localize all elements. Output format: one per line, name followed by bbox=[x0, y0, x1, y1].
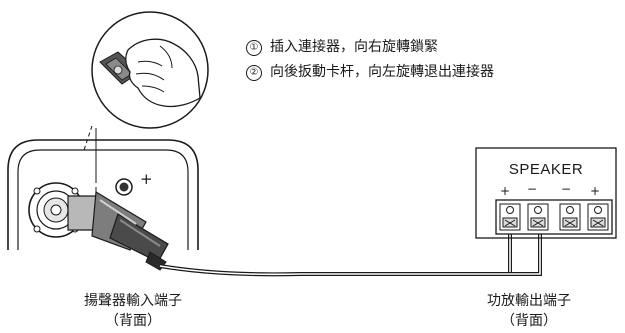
caption-line: 功放輸出端子 bbox=[487, 293, 571, 309]
terminal-mark-4: + bbox=[590, 184, 601, 198]
magnified-detail bbox=[83, 11, 209, 178]
step-number: ① bbox=[246, 40, 262, 56]
instruction-step-2: ② 向後扳動卡杆，向左旋轉退出連接器 bbox=[246, 63, 494, 81]
input-polarity-mark: + bbox=[140, 170, 153, 188]
amplifier-output-caption: 功放輸出端子 （背面） bbox=[464, 291, 594, 331]
step-text: 向後扳動卡杆，向左旋轉退出連接器 bbox=[270, 64, 494, 80]
speaker-input-caption: 揚聲器輸入端子 （背面） bbox=[68, 291, 198, 331]
caption-line: （背面） bbox=[501, 313, 557, 329]
binding-post-icon bbox=[115, 178, 133, 196]
step-number: ② bbox=[246, 65, 262, 81]
step-text: 插入連接器，向右旋轉鎖緊 bbox=[270, 39, 438, 55]
caption-line: （背面） bbox=[105, 313, 161, 329]
terminal-mark-1: + bbox=[500, 184, 511, 198]
speaker-panel-label: SPEAKER bbox=[508, 161, 584, 178]
caption-line: 揚聲器輸入端子 bbox=[84, 293, 182, 309]
instruction-step-1: ① 插入連接器，向右旋轉鎖緊 bbox=[246, 38, 438, 56]
amplifier-panel bbox=[475, 147, 617, 239]
speaker-cable bbox=[159, 224, 542, 277]
speakon-plug-icon bbox=[67, 190, 169, 271]
terminal-block-icon bbox=[495, 199, 613, 235]
hand-icon bbox=[125, 38, 201, 108]
terminal-mark-2: − bbox=[527, 182, 538, 196]
terminal-mark-3: − bbox=[561, 182, 572, 196]
